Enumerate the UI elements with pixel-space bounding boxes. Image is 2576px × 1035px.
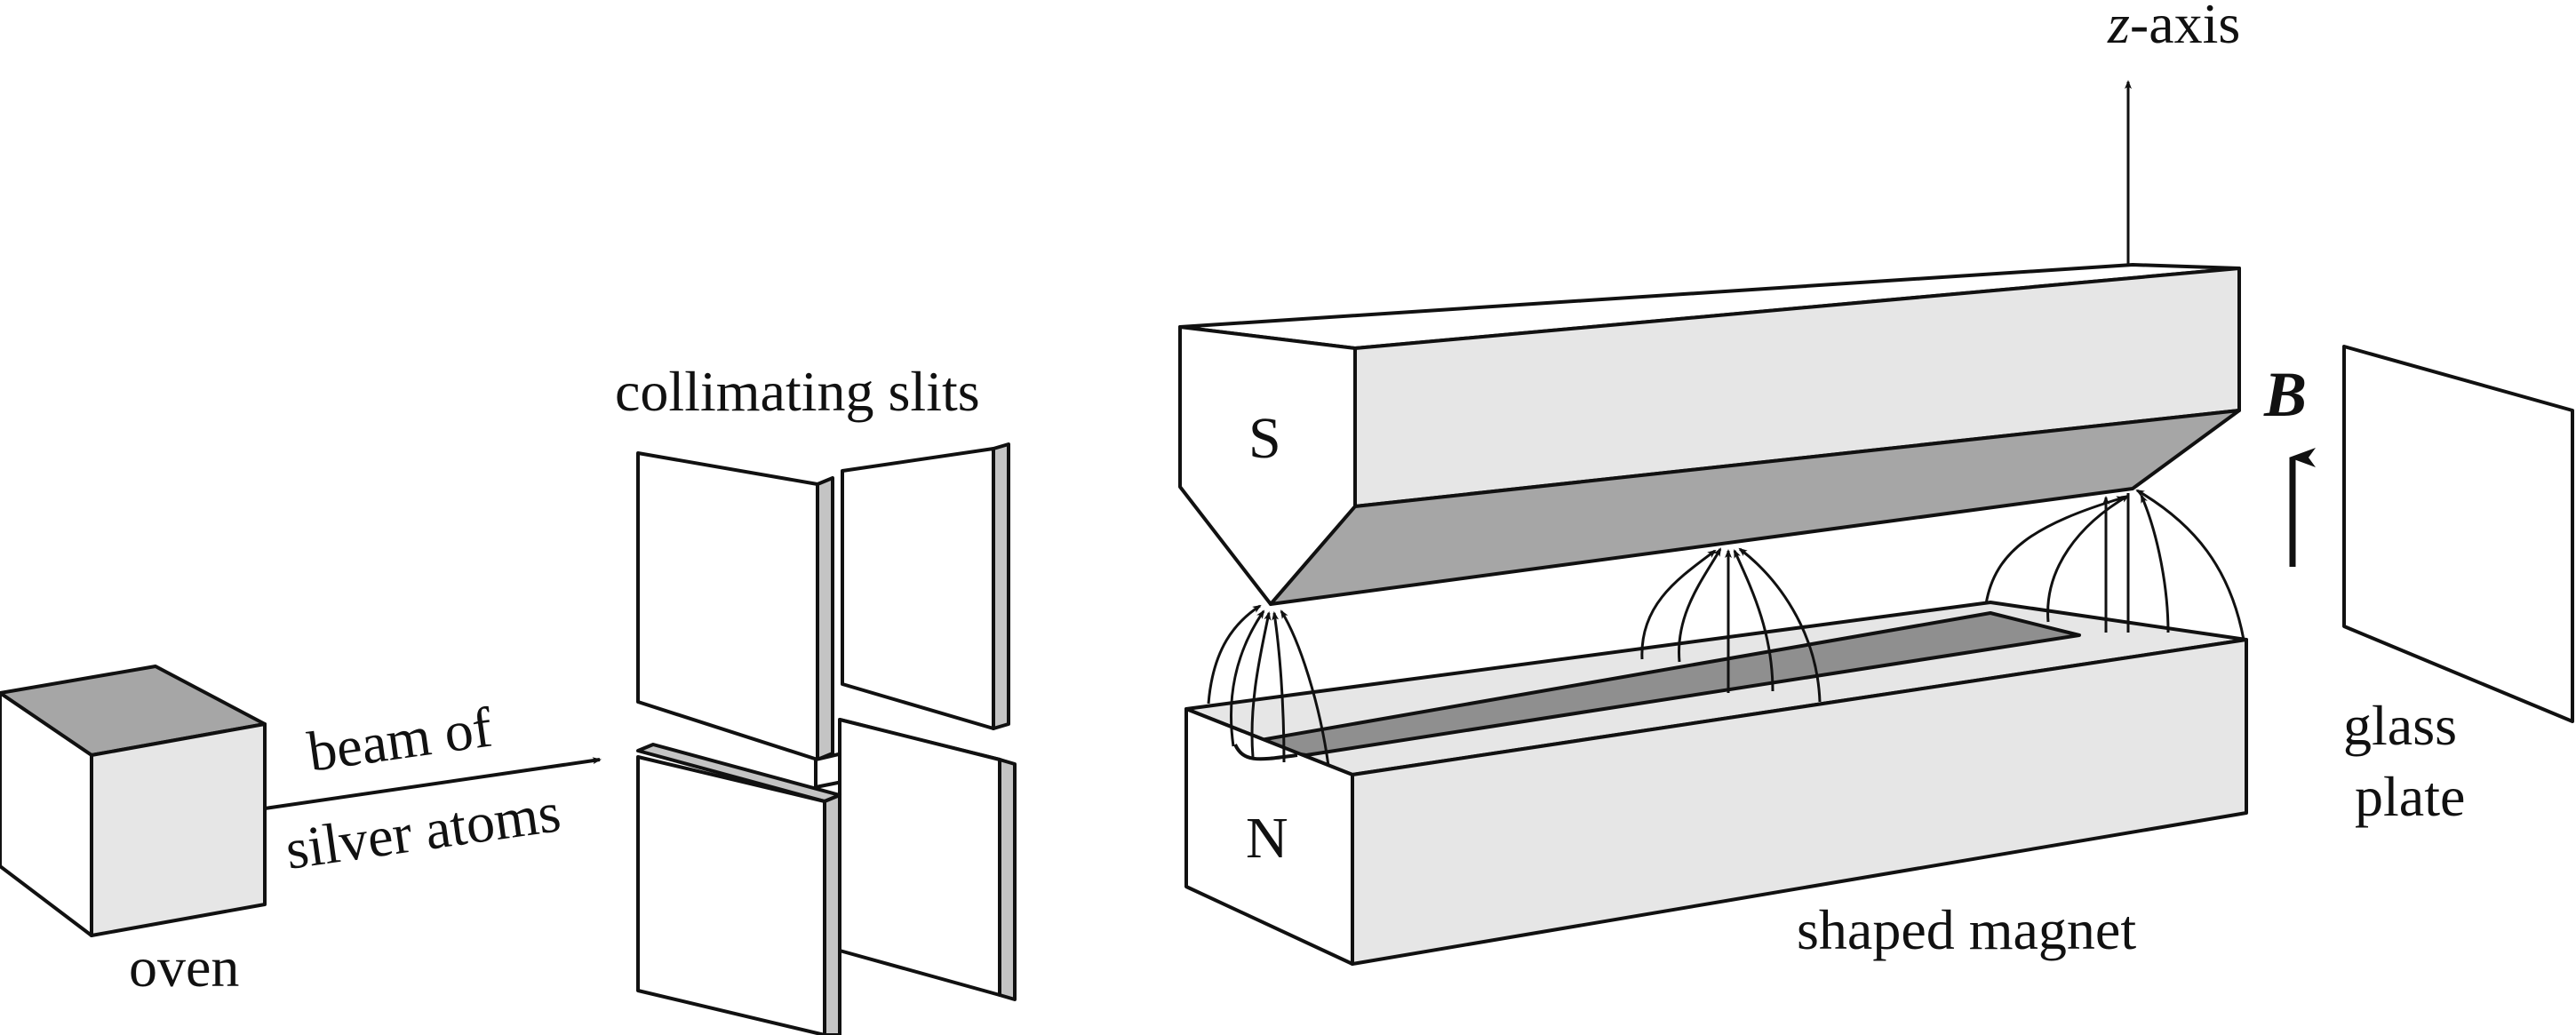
slit-lower-right-edge xyxy=(998,758,1017,1001)
north-magnet-long-face xyxy=(1351,638,2248,966)
field-line xyxy=(1984,496,2125,605)
oven-front-face xyxy=(90,722,267,937)
north-magnet-groove-curve xyxy=(1233,744,1298,761)
field-b-label: B xyxy=(2263,359,2307,430)
field-line xyxy=(1230,609,1265,747)
glass-plate-label-line2: plate xyxy=(2355,765,2465,828)
magnetic-field-lines xyxy=(1207,489,2245,767)
field-line xyxy=(1733,549,1774,692)
slit-upper-right-face xyxy=(841,447,995,730)
beam-arrow xyxy=(264,757,602,810)
slit-upper-left-edge xyxy=(816,476,834,761)
field-line xyxy=(1678,547,1722,663)
glass-plate xyxy=(2342,345,2574,723)
slit-lower-left-face xyxy=(636,755,826,1035)
field-line xyxy=(2135,489,2245,641)
field-line xyxy=(2140,494,2170,633)
oven xyxy=(0,665,267,937)
slit-lower-left-edge xyxy=(823,793,841,1035)
south-magnet-bevel-face xyxy=(1269,409,2241,606)
field-line xyxy=(1738,547,1822,703)
collimating-slits-label: collimating slits xyxy=(615,360,980,423)
north-pole-magnet xyxy=(1184,601,2248,966)
field-line xyxy=(1640,549,1717,660)
collimating-slits xyxy=(636,442,1017,1035)
oven-label: oven xyxy=(129,935,239,999)
field-line xyxy=(1272,611,1286,763)
field-line xyxy=(1280,609,1330,767)
south-pole-label: S xyxy=(1248,406,1281,471)
glass-plate-label-line1: glass xyxy=(2343,694,2457,757)
slit-lower-right-face xyxy=(838,718,1001,997)
beam-label-line2: silver atoms xyxy=(282,780,564,881)
slit-upper-right-edge xyxy=(992,442,1010,730)
beam-label-line1: beam of xyxy=(304,696,496,784)
z-axis-rest: -axis xyxy=(2130,0,2240,55)
slit-upper-left-face xyxy=(636,451,819,761)
north-pole-label: N xyxy=(1246,806,1288,871)
field-line xyxy=(1207,604,1262,705)
z-axis-var: z xyxy=(2107,0,2130,55)
field-line xyxy=(2046,494,2130,623)
z-axis-label: z-axis xyxy=(2107,0,2240,55)
south-pole-magnet xyxy=(1178,263,2241,606)
shaped-magnet-label: shaped magnet xyxy=(1797,898,2136,961)
field-line xyxy=(1250,611,1272,758)
